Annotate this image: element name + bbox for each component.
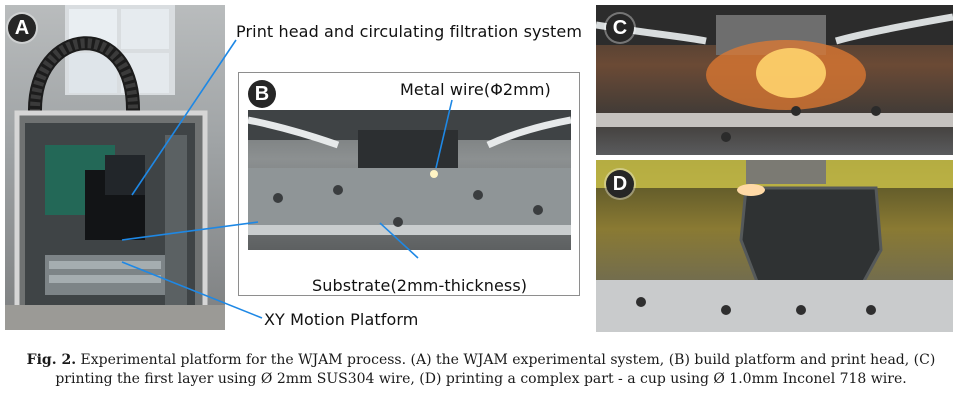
panel-label-b: B xyxy=(248,80,276,108)
callout-line-substrate xyxy=(379,222,419,259)
callout-line-metal-wire xyxy=(435,99,453,169)
panel-label-a: A xyxy=(8,14,36,42)
panel-label-c: C xyxy=(606,14,634,42)
caption-text: Experimental platform for the WJAM proce… xyxy=(55,352,936,387)
callout-metal-wire: Metal wire(Φ2mm) xyxy=(400,80,551,99)
callout-print-head: Print head and circulating filtration sy… xyxy=(236,22,583,41)
photo-complex-part xyxy=(596,160,953,332)
first-layer-illustration xyxy=(596,5,953,142)
figure-caption: Fig. 2. Experimental platform for the WJ… xyxy=(6,351,956,389)
photo-first-layer xyxy=(596,5,953,155)
panel-label-d: D xyxy=(606,170,634,198)
caption-lead: Fig. 2. xyxy=(26,352,77,368)
callout-line-platform-link xyxy=(121,221,259,241)
photo-experimental-system xyxy=(5,5,225,330)
callout-line-xy-platform xyxy=(121,261,263,319)
photo-build-platform xyxy=(248,110,571,250)
callout-substrate: Substrate(2mm-thickness) xyxy=(312,276,528,295)
build-platform-illustration xyxy=(248,110,571,235)
experimental-system-illustration xyxy=(5,5,225,330)
callout-line-print-head xyxy=(131,39,237,196)
callout-xy-platform: XY Motion Platform xyxy=(264,310,419,329)
complex-part-illustration xyxy=(596,160,953,332)
